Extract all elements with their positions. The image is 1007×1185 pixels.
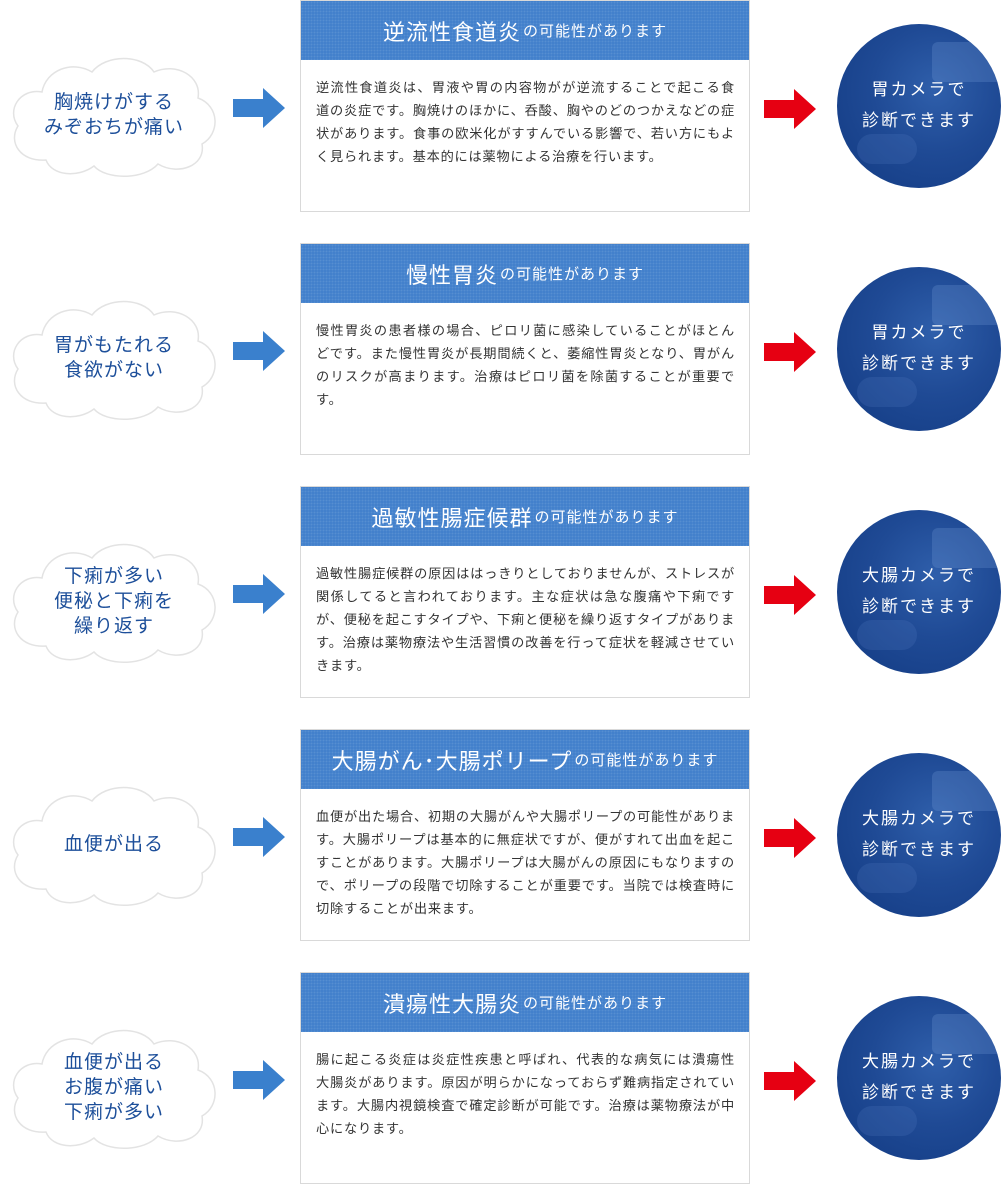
- condition-title: 慢性胃炎: [405, 263, 498, 289]
- condition-row-3: 下痢が多い 便秘と下痢を 繰り返す 過敏性腸症候群の可能性があります 過敏性腸症…: [0, 486, 1007, 698]
- condition-card: 大腸がん･大腸ポリープの可能性があります 血便が出た場合、初期の大腸がんや大腸ポ…: [300, 729, 750, 941]
- diagnosis-text: 大腸カメラで 診断できます: [862, 809, 976, 860]
- condition-suffix: の可能性があります: [574, 751, 719, 769]
- condition-row-5: 血便が出る お腹が痛い 下痢が多い 潰瘍性大腸炎の可能性があります 腸に起こる炎…: [0, 972, 1007, 1184]
- card-header: 過敏性腸症候群の可能性があります: [301, 487, 749, 546]
- diagnosis-badge: 大腸カメラで 診断できます: [833, 506, 1005, 678]
- cloud-shape: [12, 1029, 216, 1149]
- condition-row-1: 胸焼けがする みぞおちが痛い 逆流性食道炎の可能性があります 逆流性食道炎は、胃…: [0, 0, 1007, 212]
- arrow-right-icon: [233, 817, 285, 857]
- condition-suffix: の可能性があります: [500, 265, 645, 283]
- diagnosis-badge: 大腸カメラで 診断できます: [833, 749, 1005, 921]
- arrow-right-icon: [764, 818, 816, 858]
- arrow-right-icon: [764, 1061, 816, 1101]
- symptom-text: 血便が出る お腹が痛い 下痢が多い: [63, 1050, 164, 1123]
- condition-row-2: 胃がもたれる 食欲がない 慢性胃炎の可能性があります 慢性胃炎の患者様の場合、ピ…: [0, 243, 1007, 455]
- arrow-right-icon: [764, 332, 816, 372]
- arrow-right-icon: [233, 574, 285, 614]
- symptom-text: 血便が出る: [63, 832, 164, 855]
- condition-title: 大腸がん･大腸ポリープ: [331, 749, 573, 775]
- arrow-right-icon: [233, 1060, 285, 1100]
- condition-card: 潰瘍性大腸炎の可能性があります 腸に起こる炎症は炎症性疾患と呼ばれ、代表的な病気…: [300, 972, 750, 1184]
- arrow-right-icon: [233, 88, 285, 128]
- diagnosis-text: 大腸カメラで 診断できます: [862, 566, 976, 617]
- condition-description: 腸に起こる炎症は炎症性疾患と呼ばれ、代表的な病気には潰瘍性大腸炎があります。原因…: [316, 1053, 735, 1137]
- symptom-cloud: 胃がもたれる 食欲がない: [6, 293, 222, 423]
- condition-suffix: の可能性があります: [534, 508, 679, 526]
- cloud-shape: [12, 543, 216, 663]
- symptom-cloud: 血便が出る お腹が痛い 下痢が多い: [6, 1022, 222, 1152]
- condition-description: 血便が出た場合、初期の大腸がんや大腸ポリープの可能性があります。大腸ポリープは基…: [316, 810, 735, 917]
- cloud-shape: [12, 57, 216, 177]
- condition-description: 過敏性腸症候群の原因ははっきりとしておりませんが、ストレスが関係してると言われて…: [316, 567, 735, 674]
- condition-suffix: の可能性があります: [523, 994, 668, 1012]
- arrow-right-icon: [233, 331, 285, 371]
- condition-card: 過敏性腸症候群の可能性があります 過敏性腸症候群の原因ははっきりとしておりません…: [300, 486, 750, 698]
- symptom-text: 胸焼けがする みぞおちが痛い: [43, 91, 184, 138]
- cloud-shape: [12, 786, 216, 906]
- condition-suffix: の可能性があります: [523, 22, 668, 40]
- condition-card: 慢性胃炎の可能性があります 慢性胃炎の患者様の場合、ピロリ菌に感染していることが…: [300, 243, 750, 455]
- card-header: 慢性胃炎の可能性があります: [301, 244, 749, 303]
- symptom-text: 胃がもたれる 食欲がない: [53, 334, 174, 381]
- diagnosis-text: 胃カメラで 診断できます: [862, 323, 976, 374]
- diagnosis-badge: 胃カメラで 診断できます: [833, 263, 1005, 435]
- arrow-right-icon: [764, 575, 816, 615]
- symptom-cloud: 下痢が多い 便秘と下痢を 繰り返す: [6, 536, 222, 666]
- condition-title: 潰瘍性大腸炎: [382, 992, 521, 1018]
- card-header: 大腸がん･大腸ポリープの可能性があります: [301, 730, 749, 789]
- diagnosis-badge: 胃カメラで 診断できます: [833, 20, 1005, 192]
- card-header: 潰瘍性大腸炎の可能性があります: [301, 973, 749, 1032]
- condition-title: 過敏性腸症候群: [371, 506, 533, 532]
- condition-description: 逆流性食道炎は、胃液や胃の内容物がが逆流することで起こる食道の炎症です。胸焼けの…: [316, 81, 735, 165]
- diagnosis-badge: 大腸カメラで 診断できます: [833, 992, 1005, 1164]
- symptom-text: 下痢が多い 便秘と下痢を 繰り返す: [53, 564, 174, 637]
- cloud-shape: [12, 300, 216, 420]
- symptom-cloud: 胸焼けがする みぞおちが痛い: [6, 50, 222, 180]
- condition-description: 慢性胃炎の患者様の場合、ピロリ菌に感染していることがほとんどです。また慢性胃炎が…: [316, 324, 735, 408]
- diagnosis-badge-bg: 胃カメラで 診断できます: [837, 267, 1001, 431]
- arrow-right-icon: [764, 89, 816, 129]
- diagnosis-text: 大腸カメラで 診断できます: [862, 1052, 976, 1103]
- condition-card: 逆流性食道炎の可能性があります 逆流性食道炎は、胃液や胃の内容物がが逆流すること…: [300, 0, 750, 212]
- diagnosis-badge-bg: 大腸カメラで 診断できます: [837, 996, 1001, 1160]
- diagnosis-badge-bg: 大腸カメラで 診断できます: [837, 753, 1001, 917]
- condition-title: 逆流性食道炎: [382, 20, 521, 46]
- diagnosis-badge-bg: 大腸カメラで 診断できます: [837, 510, 1001, 674]
- diagnosis-text: 胃カメラで 診断できます: [862, 80, 976, 131]
- symptom-cloud: 血便が出る: [6, 779, 222, 909]
- card-header: 逆流性食道炎の可能性があります: [301, 1, 749, 60]
- condition-row-4: 血便が出る 大腸がん･大腸ポリープの可能性があります 血便が出た場合、初期の大腸…: [0, 729, 1007, 941]
- diagnosis-badge-bg: 胃カメラで 診断できます: [837, 24, 1001, 188]
